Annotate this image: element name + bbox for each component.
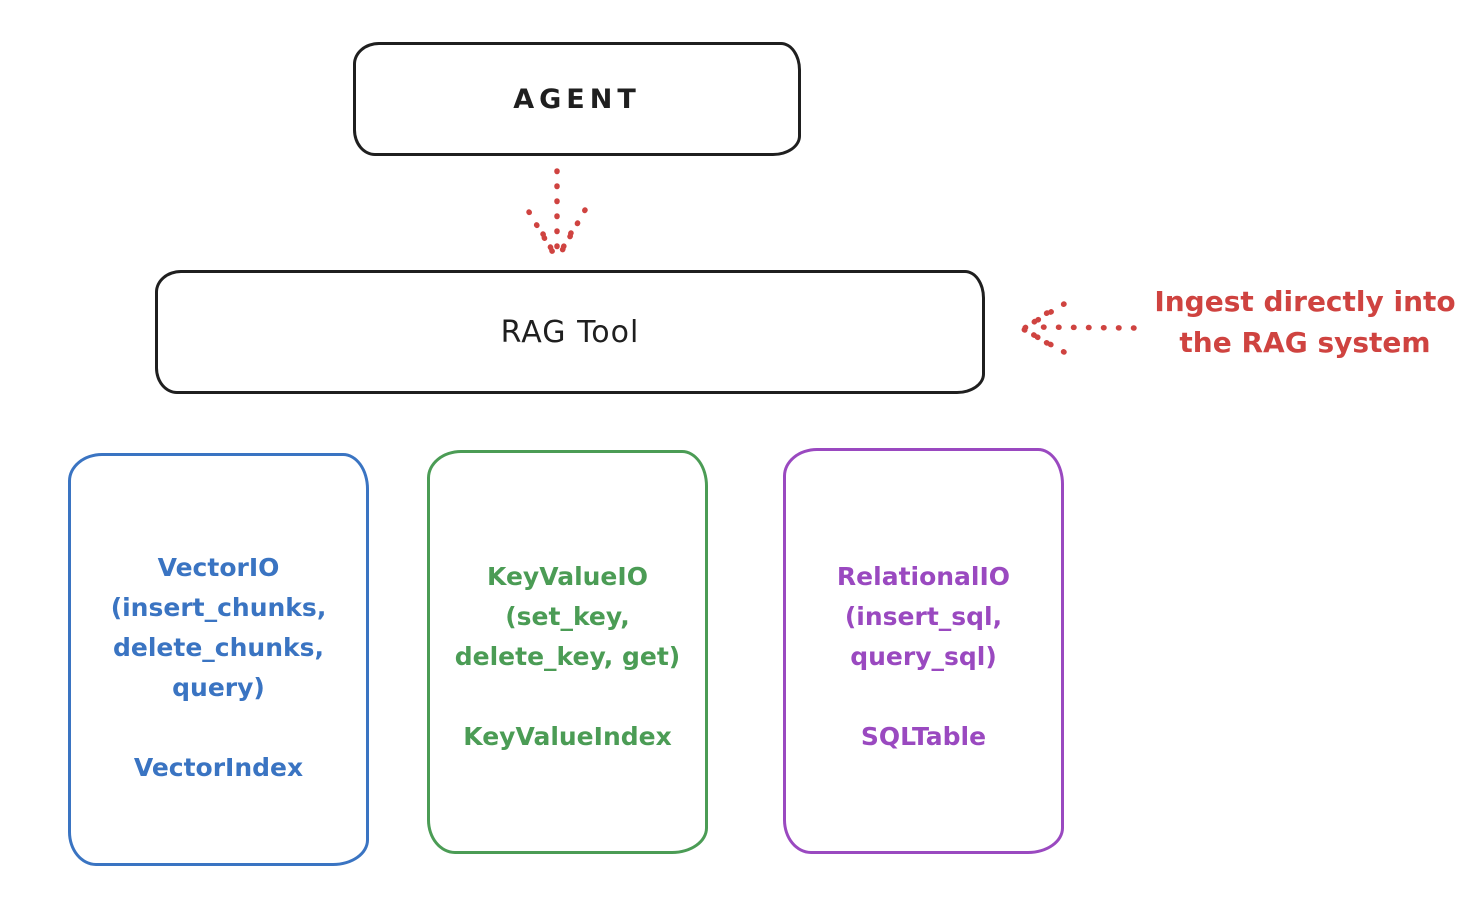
annotation-line-1: Ingest directly into <box>1154 285 1456 318</box>
agent-to-rag-arrow <box>526 168 588 260</box>
rag-tool-box: RAG Tool <box>155 270 985 394</box>
relational-io-box: RelationalIO (insert_sql, query_sql) SQL… <box>783 448 1064 854</box>
agent-box-label: AGENT <box>513 83 641 115</box>
keyvalue-io-line: delete_key, get) <box>454 642 681 671</box>
vector-io-box: VectorIO (insert_chunks, delete_chunks, … <box>68 453 369 866</box>
keyvalue-index-label: KeyValueIndex <box>463 722 672 751</box>
keyvalue-io-line: KeyValueIO <box>487 562 648 591</box>
vector-io-line: delete_chunks, <box>113 633 324 662</box>
vector-io-content: VectorIO (insert_chunks, delete_chunks, … <box>71 548 366 788</box>
agent-box: AGENT <box>353 42 801 156</box>
vector-io-line: (insert_chunks, <box>110 593 327 622</box>
relational-io-line: (insert_sql, <box>844 602 1003 631</box>
vector-index-label: VectorIndex <box>133 753 304 782</box>
relational-io-content: RelationalIO (insert_sql, query_sql) SQL… <box>786 557 1061 757</box>
vector-io-line: query) <box>172 673 265 702</box>
sql-table-label: SQLTable <box>860 722 987 751</box>
annotation-line-2: the RAG system <box>1179 326 1431 359</box>
vector-io-line: VectorIO <box>157 553 280 582</box>
keyvalue-io-line: (set_key, <box>505 602 630 631</box>
relational-io-line: RelationalIO <box>836 562 1011 591</box>
rag-tool-box-label: RAG Tool <box>500 314 640 350</box>
keyvalue-io-box: KeyValueIO (set_key, delete_key, get) Ke… <box>427 450 708 854</box>
annotation-text: Ingest directly into the RAG system <box>1140 281 1470 363</box>
relational-io-line: query_sql) <box>850 642 997 671</box>
keyvalue-io-content: KeyValueIO (set_key, delete_key, get) Ke… <box>430 557 705 757</box>
annotation-to-rag-arrow <box>1020 301 1137 355</box>
